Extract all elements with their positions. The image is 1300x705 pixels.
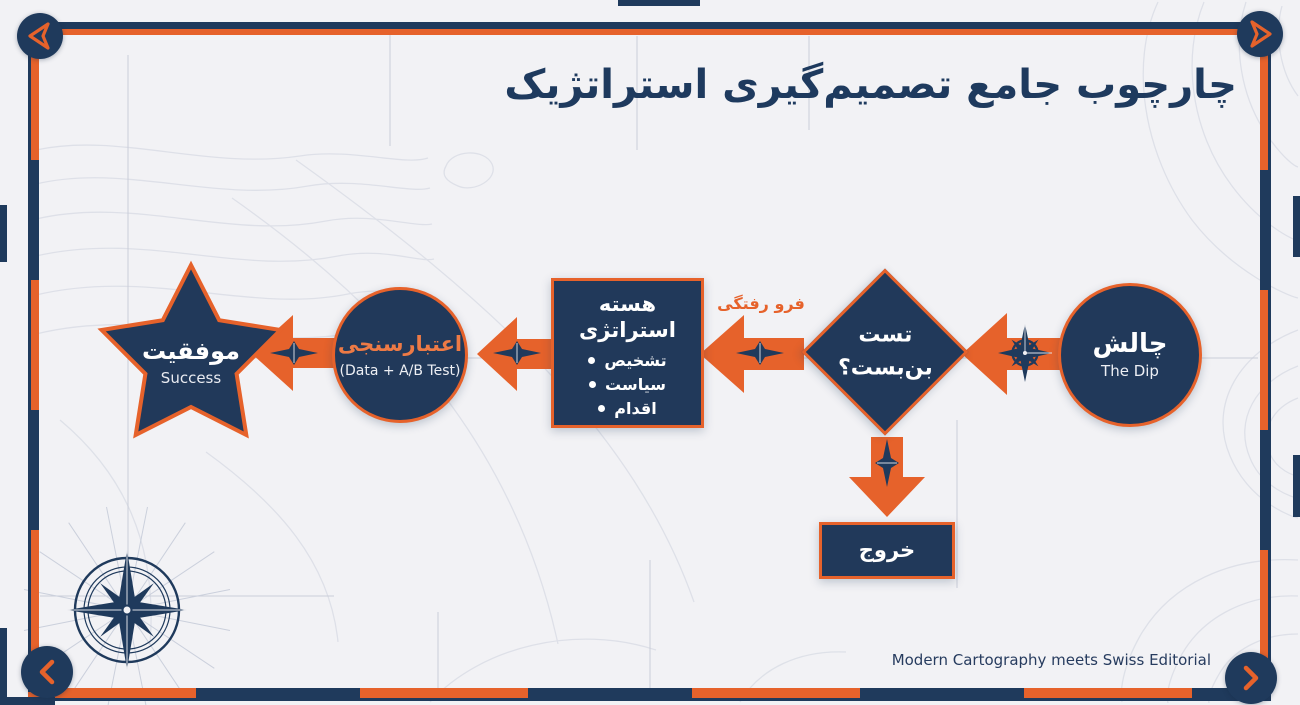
challenge-subtitle: The Dip: [1101, 362, 1159, 381]
test-title-line1: تست: [858, 322, 912, 348]
compass-rose-icon: [23, 506, 231, 705]
challenge-title: چالش: [1092, 328, 1168, 359]
edge-tick-bottom: [0, 697, 55, 705]
list-item: اقدام: [598, 399, 657, 418]
success-subtitle: Success: [160, 369, 222, 387]
node-exit: خروج: [819, 522, 955, 579]
node-challenge: چالش The Dip: [1058, 283, 1202, 427]
edge-tick-right-2: [1293, 455, 1300, 517]
frame-border-right: [1260, 30, 1271, 692]
frame-border-bottom: [28, 688, 1271, 701]
success-title: موفقیت: [141, 337, 241, 365]
core-title-line2: استراتژی: [579, 318, 676, 343]
compass-needle-icon: [875, 439, 899, 487]
frame-border-top: [28, 22, 1271, 35]
node-validation: اعتبارسنجی (Data + A/B Test): [332, 287, 468, 423]
star-shape: [97, 260, 285, 439]
compass-needle-icon: [270, 341, 318, 365]
compass-needle-icon: [493, 341, 541, 365]
bullet-dot-icon: [588, 356, 596, 364]
chevron-left-icon: [39, 659, 55, 685]
compass-rose-small-icon: [998, 324, 1052, 382]
edge-tick-top: [618, 0, 700, 6]
bullet-dot-icon: [598, 404, 606, 412]
list-item: تشخیص: [588, 351, 667, 370]
frame-border-left: [28, 30, 39, 692]
nav-arrow-right-icon: [1250, 20, 1272, 48]
dip-arrow-label: فرو رفتگی: [717, 294, 805, 313]
edge-tick-right-1: [1293, 196, 1300, 257]
core-title-line1: هسته: [598, 292, 657, 316]
validation-title: اعتبارسنجی: [337, 332, 463, 357]
page-title: چارچوب جامع تصمیم‌گیری استراتژیک: [504, 62, 1237, 108]
node-strategy-core: هسته استراتژی تشخیص سیاست اقدام: [551, 278, 704, 428]
footer-note: Modern Cartography meets Swiss Editorial: [891, 651, 1211, 669]
corner-medallion-top-right: [1237, 11, 1283, 57]
bullet-dot-icon: [589, 380, 597, 388]
test-title-line2: بن‌بست؟: [837, 355, 933, 381]
exit-title: خروج: [858, 538, 916, 563]
compass-needle-icon: [736, 341, 784, 365]
corner-medallion-top-left: [17, 13, 63, 59]
edge-tick-left-2: [0, 628, 7, 705]
core-bullet-list: تشخیص سیاست اقدام: [588, 351, 667, 418]
corner-medallion-bottom-left: [21, 646, 73, 698]
nav-arrow-left-icon: [28, 22, 50, 50]
node-success: موفقیت Success: [96, 260, 286, 452]
corner-medallion-bottom-right: [1225, 652, 1277, 704]
edge-tick-left-1: [0, 205, 7, 262]
validation-subtitle: (Data + A/B Test): [339, 362, 461, 379]
list-item: سیاست: [589, 375, 666, 394]
chevron-right-icon: [1243, 665, 1259, 691]
